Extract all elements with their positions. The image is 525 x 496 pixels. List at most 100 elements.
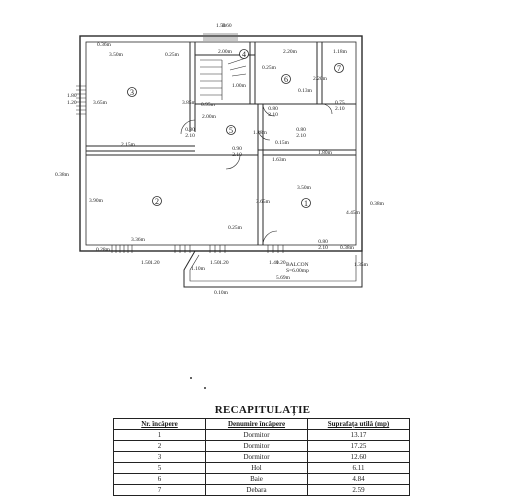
scan-mark <box>204 387 206 389</box>
dim-label: 1.40 <box>269 260 279 266</box>
dim-label: 1.28m <box>253 130 268 136</box>
room-circle-6 <box>281 74 291 84</box>
door-width: 0.80 <box>185 127 195 133</box>
wall-bath <box>255 42 323 105</box>
dim-label: 1.18m <box>333 49 348 55</box>
room-number-6: 6 <box>284 75 288 84</box>
cell-area: 12.60 <box>307 451 410 463</box>
dim-label: 1.10m <box>191 266 206 272</box>
window-top <box>203 33 238 41</box>
dim-label: 3.65m <box>93 100 108 106</box>
wall-hall <box>257 104 356 245</box>
room-number-2: 2 <box>155 197 159 206</box>
door-width: 0.80 <box>268 106 278 112</box>
dim-label: 3.50m <box>297 185 312 191</box>
cell-room-name: Dormitor <box>205 451 308 463</box>
recap-title: RECAPITULAȚIE <box>214 404 311 416</box>
room-number-3: 3 <box>130 88 134 97</box>
wall-room-3 <box>86 42 196 147</box>
dim-label: 3.50m <box>109 52 124 58</box>
balcony-label: BALCON <box>286 262 309 268</box>
dim-label: 1.20 <box>219 260 229 266</box>
balcony-outline <box>183 250 363 288</box>
dim-label: 1.63m <box>272 157 287 163</box>
dim-label: 1.80m <box>318 150 333 156</box>
dim-label: 4.45m <box>346 210 361 216</box>
cell-room-name: Dormitor <box>205 440 308 452</box>
dim-label: 1.50 <box>210 260 220 266</box>
cell-room-number: 7 <box>113 484 206 496</box>
cell-room-number: 2 <box>113 440 206 452</box>
dim-label: 1.00m <box>232 83 247 89</box>
dim-label: 2.10 <box>335 106 345 112</box>
dim-label: 0.15m <box>275 140 290 146</box>
dim-label: 1.20 <box>67 100 77 106</box>
room-number-4: 4 <box>242 50 246 59</box>
window-bottom-2 <box>174 245 191 253</box>
dim-label: 2.00m <box>202 114 217 120</box>
door-height: 2.10 <box>318 245 328 251</box>
room-circle-1 <box>301 198 311 208</box>
room-number-5: 5 <box>229 126 233 135</box>
dim-label: 2.20m <box>313 76 328 82</box>
cell-room-name: Debara <box>205 484 308 496</box>
stair-treads <box>200 57 247 100</box>
door-swing-r6 <box>262 103 276 117</box>
dim-label: 0.38m <box>370 201 385 207</box>
cell-area: 4.84 <box>307 473 410 485</box>
dim-label: 2.15m <box>121 142 136 148</box>
cell-area: 6.11 <box>307 462 410 474</box>
cell-room-number: 3 <box>113 451 206 463</box>
header-area: Suprafața utilă (mp) <box>307 418 410 430</box>
cell-room-number: 1 <box>113 429 206 441</box>
cell-room-name: Baie <box>205 473 308 485</box>
dim-label: 1.50 <box>141 260 151 266</box>
door-swing-balc <box>262 230 278 246</box>
door-height: 2.10 <box>185 133 195 139</box>
table-row: 2 Dormitor 17.25 <box>113 440 410 452</box>
dim-label: 0.25m <box>228 225 243 231</box>
door-width: 0.80 <box>296 127 306 133</box>
dim-label: 2.20m <box>283 49 298 55</box>
dim-label: 0.25m <box>165 52 180 58</box>
dim-label: 3.36m <box>131 237 146 243</box>
balcony-inner <box>189 254 357 282</box>
wall-room-2 <box>86 150 258 156</box>
door-swing-r2 <box>225 154 241 170</box>
door-swing-hall <box>257 127 271 141</box>
table-row: 7 Debara 2.59 <box>113 484 410 496</box>
door-height: 2.10 <box>232 152 242 158</box>
cell-area: 17.25 <box>307 440 410 452</box>
dim-label: 0.25m <box>262 65 277 71</box>
dim-label: 5.69m <box>276 275 291 281</box>
window-left <box>76 85 86 115</box>
dim-label: 3.85m <box>182 100 197 106</box>
dim-label: 2.00m <box>218 49 233 55</box>
table-row: 3 Dormitor 12.60 <box>113 451 410 463</box>
dim-label: 3.90m <box>89 198 104 204</box>
dim-label: 1.50 <box>216 23 226 29</box>
dim-label: 0.10m <box>214 290 229 296</box>
wall-stair <box>195 42 256 105</box>
room-number-1: 1 <box>304 199 308 208</box>
cell-area: 13.17 <box>307 429 410 441</box>
dim-label: 0.36m <box>97 42 112 48</box>
dim-label: 0.60 <box>222 23 232 29</box>
cell-room-number: 5 <box>113 462 206 474</box>
dim-label: 0.75 <box>335 100 345 106</box>
window-bottom-4 <box>267 245 284 253</box>
room-circle-5 <box>226 125 236 135</box>
room-circle-7 <box>334 63 344 73</box>
door-width: 0.80 <box>318 239 328 245</box>
balcony-area: S=6.00mp <box>286 268 309 274</box>
header-room-number: Nr. încăpere <box>113 418 206 430</box>
window-bottom-3 <box>209 245 226 253</box>
table-row: 1 Dormitor 13.17 <box>113 429 410 441</box>
room-number-7: 7 <box>337 64 341 73</box>
header-room-name: Denumire încăpere <box>205 418 308 430</box>
dim-label: 1.20 <box>276 260 286 266</box>
table-row: 5 Hol 6.11 <box>113 462 410 474</box>
